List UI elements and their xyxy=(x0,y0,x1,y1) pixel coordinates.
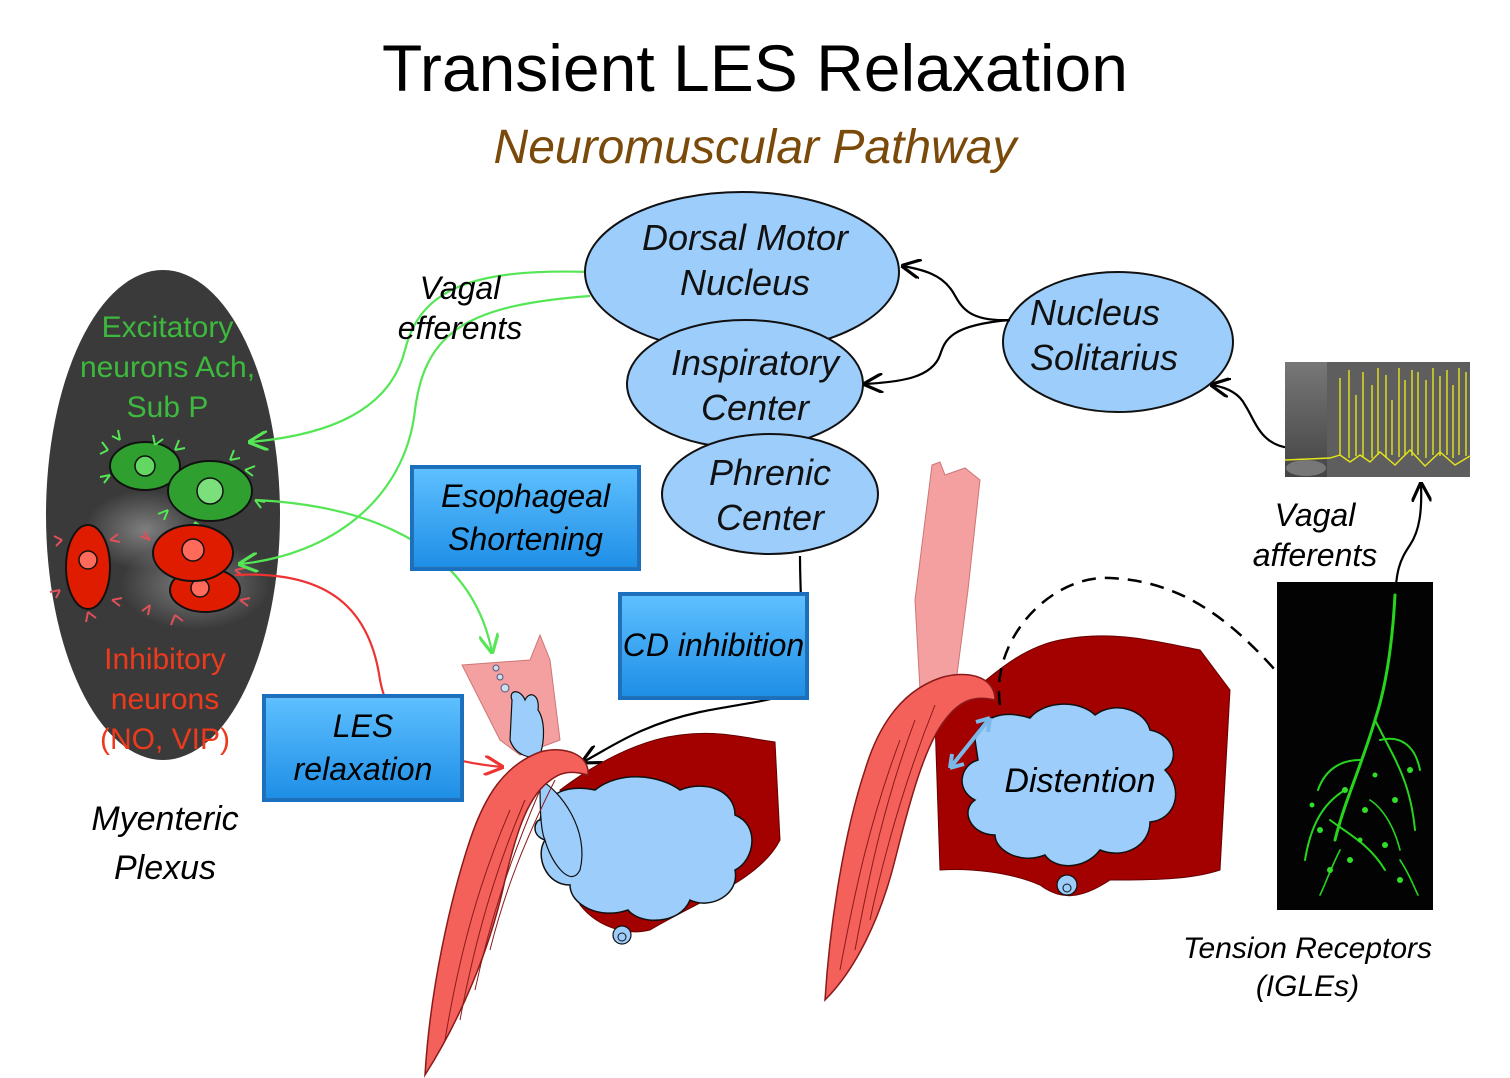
les-relaxation-text: LES relaxation xyxy=(293,707,433,787)
inspiratory-center-label: Inspiratory Center xyxy=(670,342,840,428)
page-title: Transient LES Relaxation xyxy=(382,31,1128,105)
excitatory-neurons-label: Excitatory neurons Ach, Sub P xyxy=(79,311,256,424)
afferent-to-nts-arrow xyxy=(1212,385,1291,450)
dorsal-motor-nucleus-label: Dorsal Motor Nucleus xyxy=(641,217,849,303)
cd-inhibition-text: CD inhibition xyxy=(622,627,805,664)
vagal-efferent-arrow-inhibitory xyxy=(240,294,591,564)
afferent-recording xyxy=(1284,362,1471,477)
cd-inhibition-box: CD inhibition xyxy=(618,592,809,700)
nucleus-solitarius-label: Nucleus Solitarius xyxy=(1030,292,1179,378)
distention-label: Distention xyxy=(1004,762,1156,800)
esophageal-shortening-box: Esophageal Shortening xyxy=(410,465,641,571)
vagal-efferents-label: Vagal efferents xyxy=(397,270,523,346)
myenteric-plexus-label: Myenteric Plexus xyxy=(91,800,239,888)
page-subtitle: Neuromuscular Pathway xyxy=(493,121,1017,174)
les-relaxation-box: LES relaxation xyxy=(262,694,464,802)
excitatory-neurons xyxy=(85,429,266,570)
stomach-right xyxy=(824,461,1231,1002)
vagal-efferent-arrow-excitatory xyxy=(250,270,591,442)
vagal-afferents-label: Vagal afferents xyxy=(1252,497,1378,573)
nts-to-dmn-arrow xyxy=(903,266,1011,322)
excitatory-to-esophagus-arrow xyxy=(254,498,492,652)
tension-receptors-label: Tension Receptors (IGLEs) xyxy=(1182,932,1433,1003)
phrenic-center-label: Phrenic Center xyxy=(708,452,832,538)
igle-to-recording-arrow xyxy=(1393,484,1421,611)
inhibitory-neurons-label: Inhibitory neurons (NO, VIP) xyxy=(99,643,230,756)
inhibitory-neurons xyxy=(49,524,270,630)
igle-image xyxy=(1277,582,1433,910)
node-phrenic-center xyxy=(661,433,879,555)
node-nucleus-solitarius xyxy=(1002,271,1234,413)
esophageal-shortening-text: Esophageal Shortening xyxy=(440,477,611,557)
nts-to-inspiratory-arrow xyxy=(865,318,1011,384)
stomach-left xyxy=(424,633,781,1078)
stretch-dashed-arc xyxy=(997,576,1347,761)
